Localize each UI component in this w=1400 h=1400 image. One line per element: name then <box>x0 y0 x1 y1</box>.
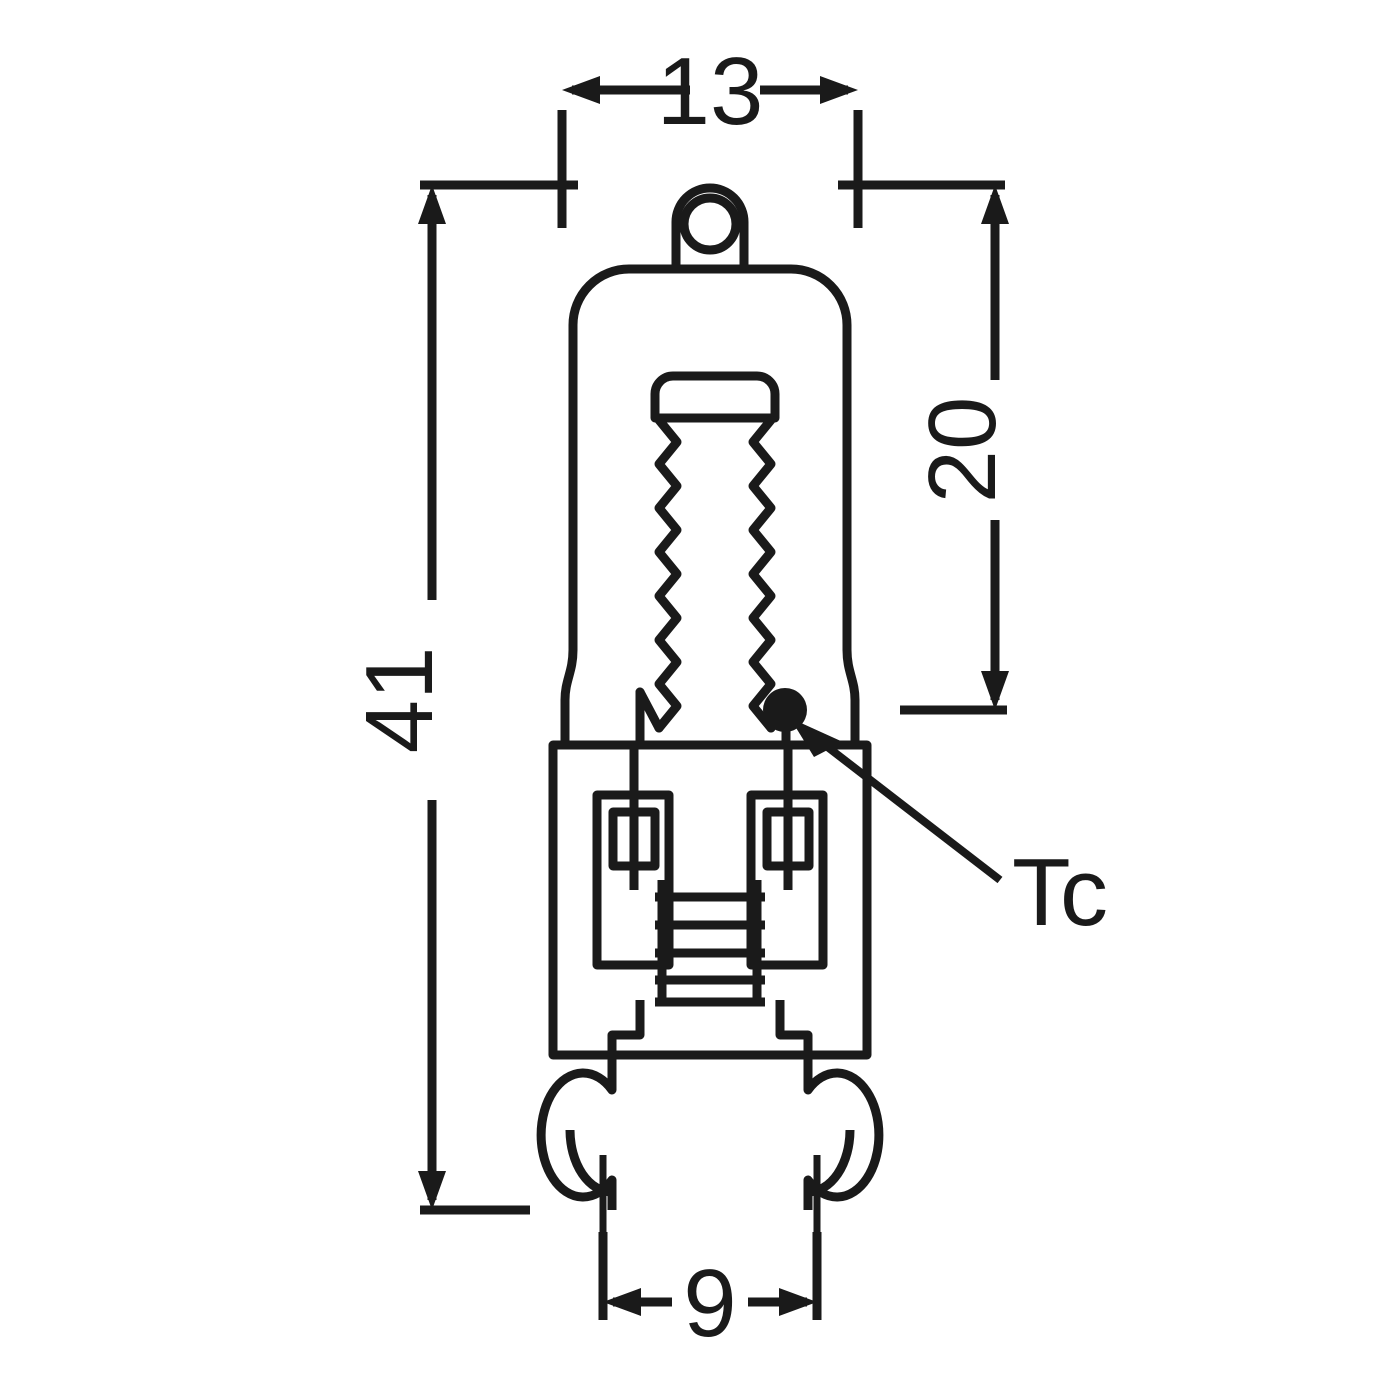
pin-right-outer <box>775 1000 884 1210</box>
arrowhead-left-13 <box>562 76 600 104</box>
lamp-body-layer <box>536 183 884 1232</box>
arrowhead-bottom-20 <box>981 671 1009 710</box>
lead-in-contact-blocks <box>592 745 828 970</box>
pinch-seal-base <box>548 740 872 1060</box>
arrowhead-top-20 <box>981 185 1009 224</box>
dimension-label-length-41: 41 <box>346 647 453 754</box>
dimension-layer <box>418 76 1009 1320</box>
base-cap-outline <box>548 740 872 1060</box>
tc-leader-line <box>809 731 1003 884</box>
support-ladder <box>655 880 765 1007</box>
dimension-label-width-13: 13 <box>657 38 764 145</box>
arrowhead-right-9 <box>779 1288 817 1316</box>
envelope-outline <box>560 264 860 745</box>
tc-dot <box>763 688 807 732</box>
dimension-pin-spacing-9 <box>598 1232 822 1320</box>
exhaust-tip-loop <box>671 183 749 268</box>
tip-hole <box>679 193 741 255</box>
glass-envelope <box>560 264 860 745</box>
arrowhead-top-41 <box>418 185 446 224</box>
filament-cap-outline <box>650 371 780 423</box>
dimension-length-41 <box>418 180 578 1215</box>
filament-coil-right <box>748 415 776 733</box>
dimension-length-20 <box>838 180 1009 715</box>
arrowhead-right-13 <box>820 76 858 104</box>
filament-support-cap <box>650 371 780 423</box>
dimension-width-13 <box>557 76 863 228</box>
arrowhead-left-9 <box>603 1288 641 1316</box>
g9-loop-pins <box>536 1000 884 1232</box>
tip-outer-outline <box>671 183 749 268</box>
tc-annotation-label: Tc <box>1012 839 1108 946</box>
arrowhead-bottom-41 <box>418 1171 446 1210</box>
filament-coil-left <box>654 415 682 733</box>
pin-left-outer <box>536 1000 645 1210</box>
dimension-label-length-20: 20 <box>909 397 1016 504</box>
dimension-label-pin-spacing-9: 9 <box>683 1250 736 1357</box>
